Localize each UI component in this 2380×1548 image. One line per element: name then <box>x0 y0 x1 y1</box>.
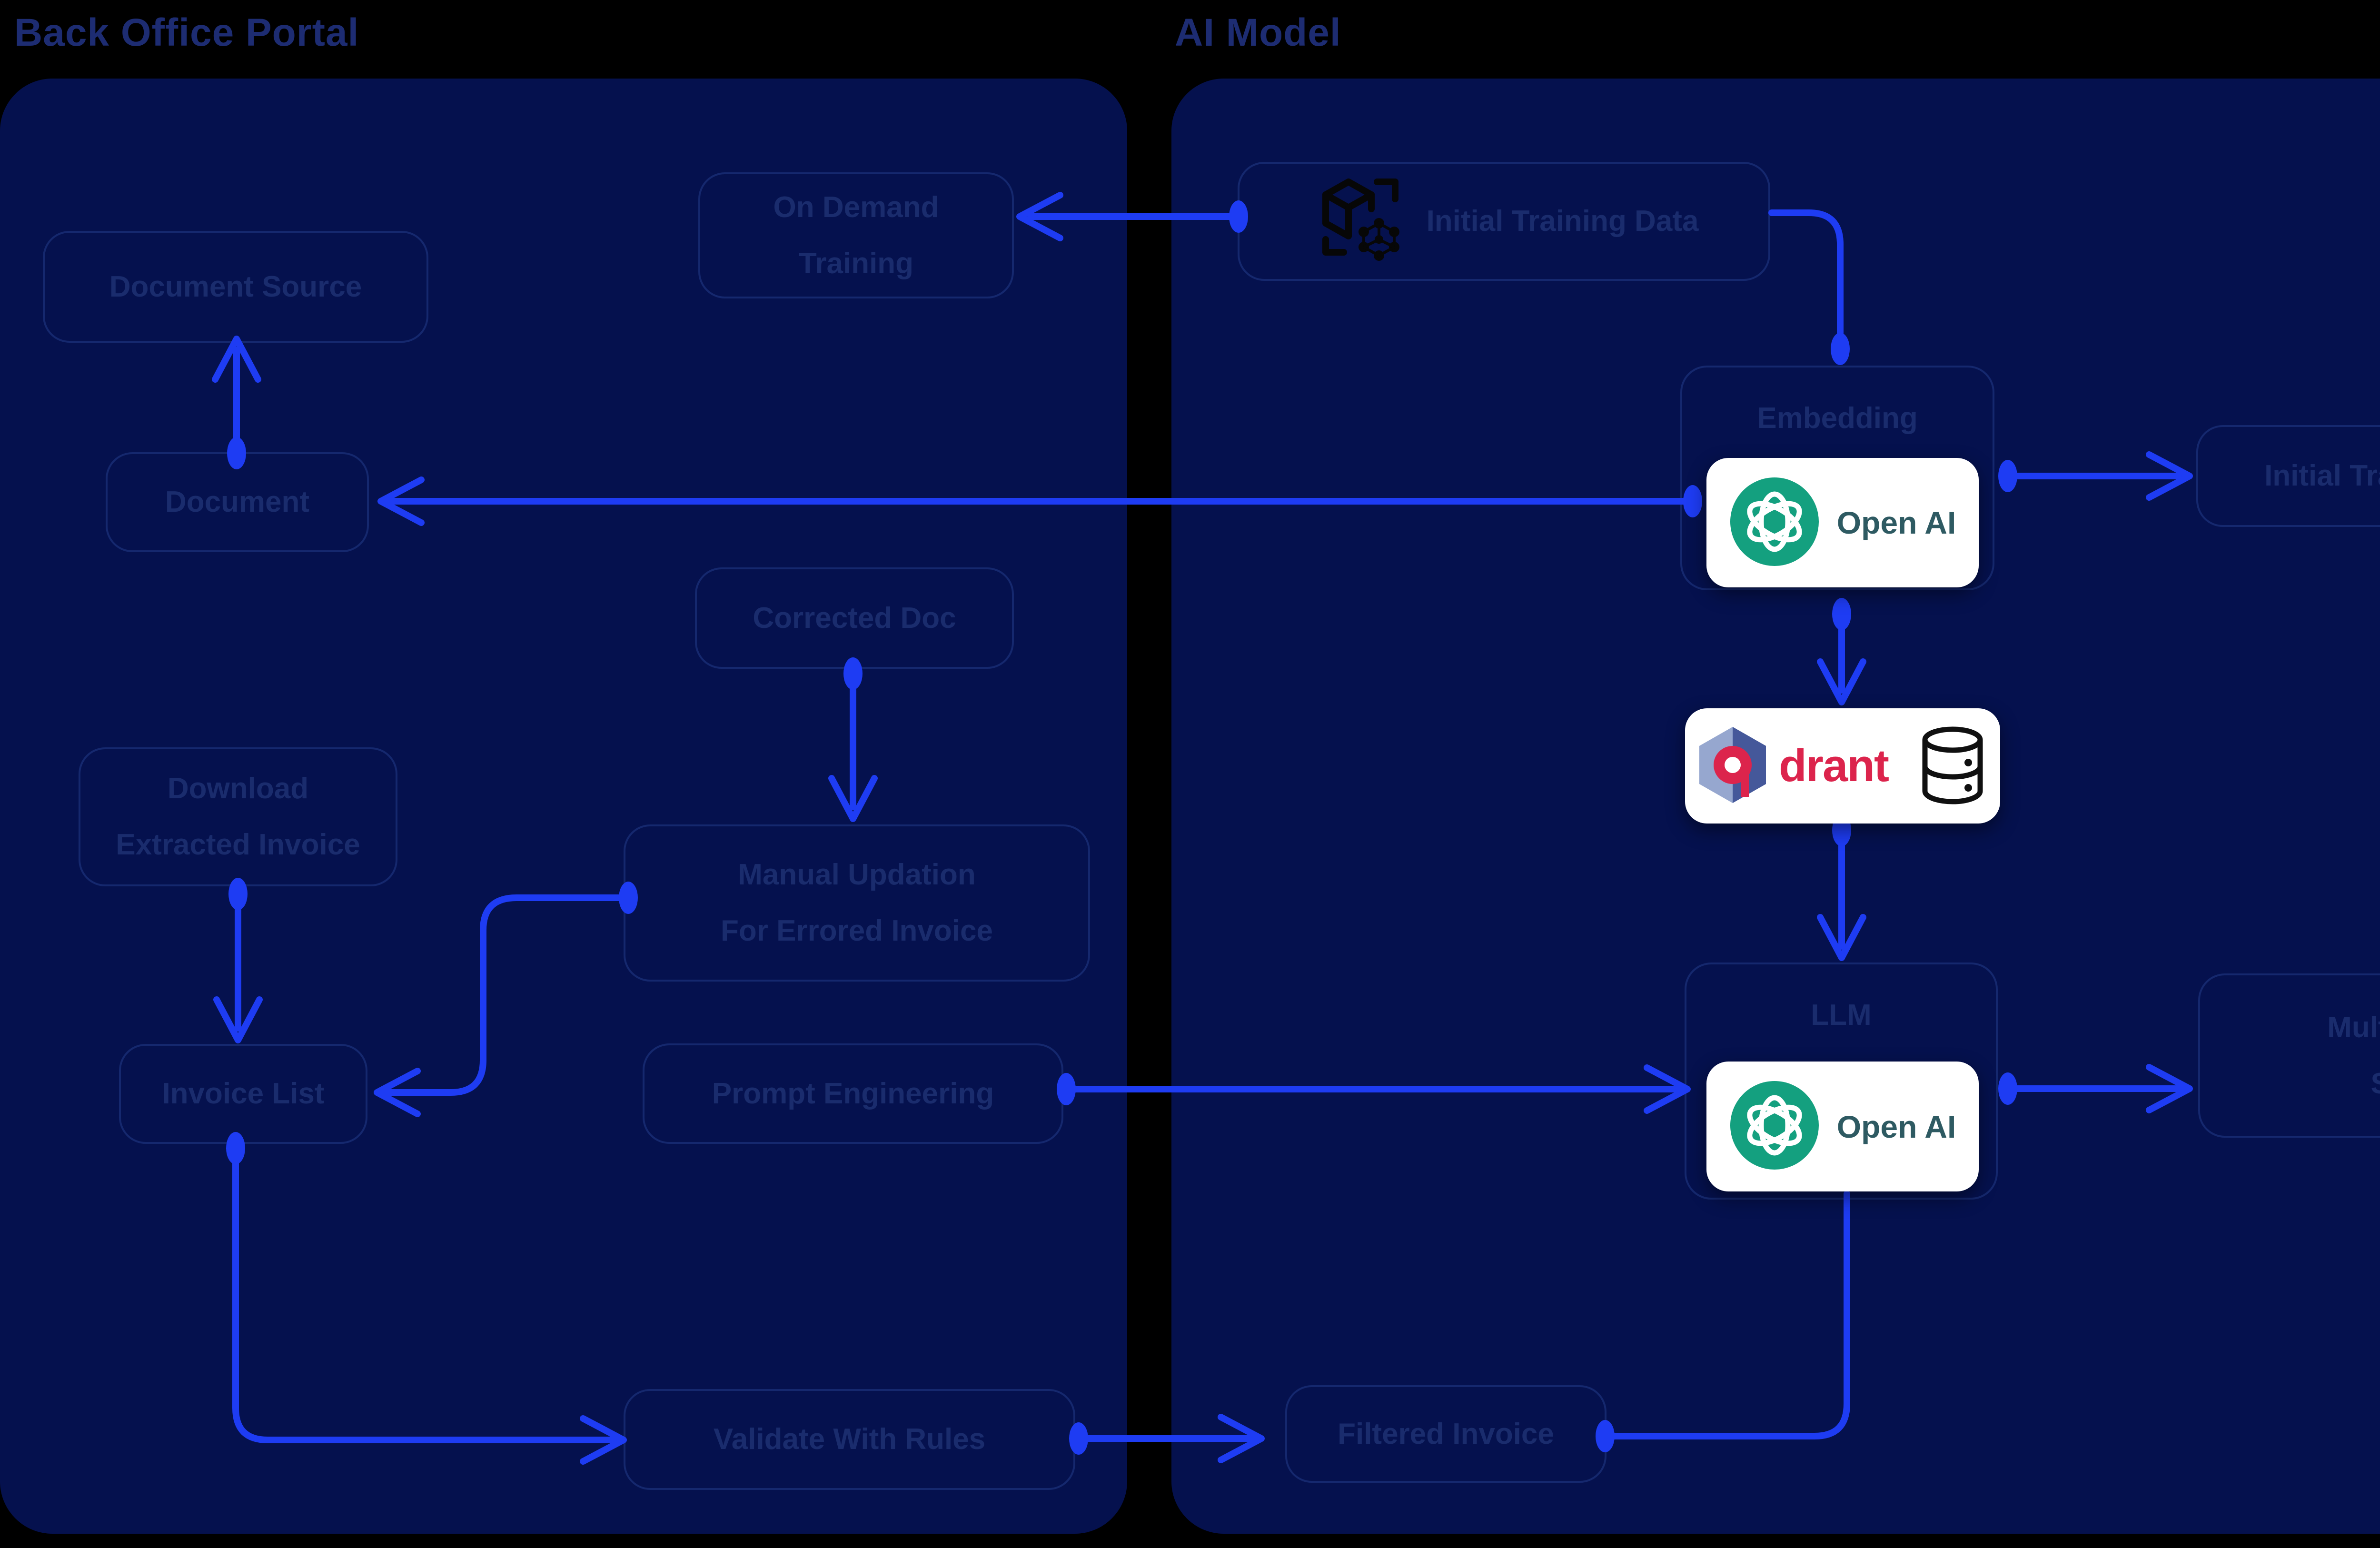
connector-itd-to-embedding <box>1768 209 1844 337</box>
connector-invoice-list-to-validate <box>232 1151 627 1465</box>
left-panel-title: Back Office Portal <box>14 11 359 54</box>
node-llm: LLM <box>1685 963 1998 1200</box>
connector-validate-to-filtered-invoice <box>1082 1414 1265 1463</box>
node-invoice-list-label: Invoice List <box>162 1077 325 1111</box>
node-corrected-doc: Corrected Doc <box>695 567 1014 669</box>
connector-filtered-invoice-to-llm <box>1608 1191 1850 1439</box>
openai-card-llm: Open AI <box>1706 1062 1979 1191</box>
openai-card-embedding-label: Open AI <box>1836 505 1956 540</box>
node-on-demand-training-line1: On Demand <box>773 190 939 224</box>
openai-card-llm-label: Open AI <box>1836 1109 1956 1144</box>
node-multi-language-line1: Multi Language <box>2327 1011 2380 1044</box>
connector-prompt-engineering-to-llm <box>1069 1064 1691 1114</box>
node-initial-training-data-right-label: Initial Training Data <box>2264 459 2380 493</box>
connector-document-to-document-source <box>212 336 261 451</box>
openai-logo-icon <box>1729 476 1820 569</box>
node-validate-with-rules-label: Validate With Rules <box>713 1423 986 1456</box>
node-on-demand-training-line2: Training <box>798 247 914 280</box>
node-manual-updation-line1: Manual Updation <box>738 858 976 892</box>
node-multi-language-line2: Supports <box>2370 1056 2380 1112</box>
node-llm-label: LLM <box>1811 999 1872 1032</box>
node-corrected-doc-label: Corrected Doc <box>753 601 956 635</box>
node-manual-updation-line2: For Errored Invoice <box>721 914 993 947</box>
node-download-extracted-line1: Download <box>167 772 309 805</box>
node-download-extracted-line2: Extracted Invoice <box>116 828 360 861</box>
package-cube-icon <box>1309 167 1409 275</box>
connector-corrected-doc-to-manual-updation <box>828 676 878 822</box>
right-panel-title: AI Model <box>1175 11 1341 54</box>
connector-embedding-to-document <box>377 476 1688 526</box>
node-manual-updation: Manual Updation For Errored Invoice <box>624 824 1090 982</box>
openai-logo-icon <box>1729 1080 1820 1173</box>
node-prompt-engineering: Prompt Engineering <box>643 1043 1063 1144</box>
connector-embedding-to-itd-right <box>2010 451 2193 501</box>
database-icon <box>1917 724 1988 808</box>
node-initial-training-data-left-label: Initial Training Data <box>1426 204 1699 238</box>
back-office-portal-panel <box>0 79 1127 1534</box>
node-initial-training-data-right: Initial Training Data <box>2196 425 2380 527</box>
connector-llm-to-multi-language <box>2010 1064 2193 1113</box>
connector-endpoint-dots <box>226 200 2017 1455</box>
node-on-demand-training: On Demand Training <box>698 172 1014 298</box>
node-document-label: Document <box>165 486 310 519</box>
node-filtered-invoice: Filtered Invoice <box>1285 1385 1606 1483</box>
node-filtered-invoice-label: Filtered Invoice <box>1338 1417 1554 1450</box>
qdrant-card: drant <box>1685 708 2000 824</box>
openai-card-embedding: Open AI <box>1706 458 1979 587</box>
qdrant-card-label: drant <box>1779 740 1889 791</box>
connector-manual-updation-to-invoice-list <box>374 894 626 1117</box>
qdrant-logo-icon <box>1697 724 1768 808</box>
node-embedding-label: Embedding <box>1757 402 1918 435</box>
connector-download-to-invoice-list <box>213 897 263 1043</box>
node-embedding: Embedding <box>1680 366 1994 590</box>
node-initial-training-data-left: Initial Training Data <box>1238 162 1770 281</box>
node-multi-language-supports: Multi Language Supports <box>2198 973 2380 1138</box>
connector-itd-to-on-demand-training <box>1016 192 1236 241</box>
connector-qdrant-to-llm <box>1817 833 1866 961</box>
node-invoice-list: Invoice List <box>119 1044 367 1144</box>
node-document-source-label: Document Source <box>109 270 362 303</box>
connector-embedding-to-qdrant <box>1817 616 1866 705</box>
node-prompt-engineering-label: Prompt Engineering <box>712 1077 994 1110</box>
